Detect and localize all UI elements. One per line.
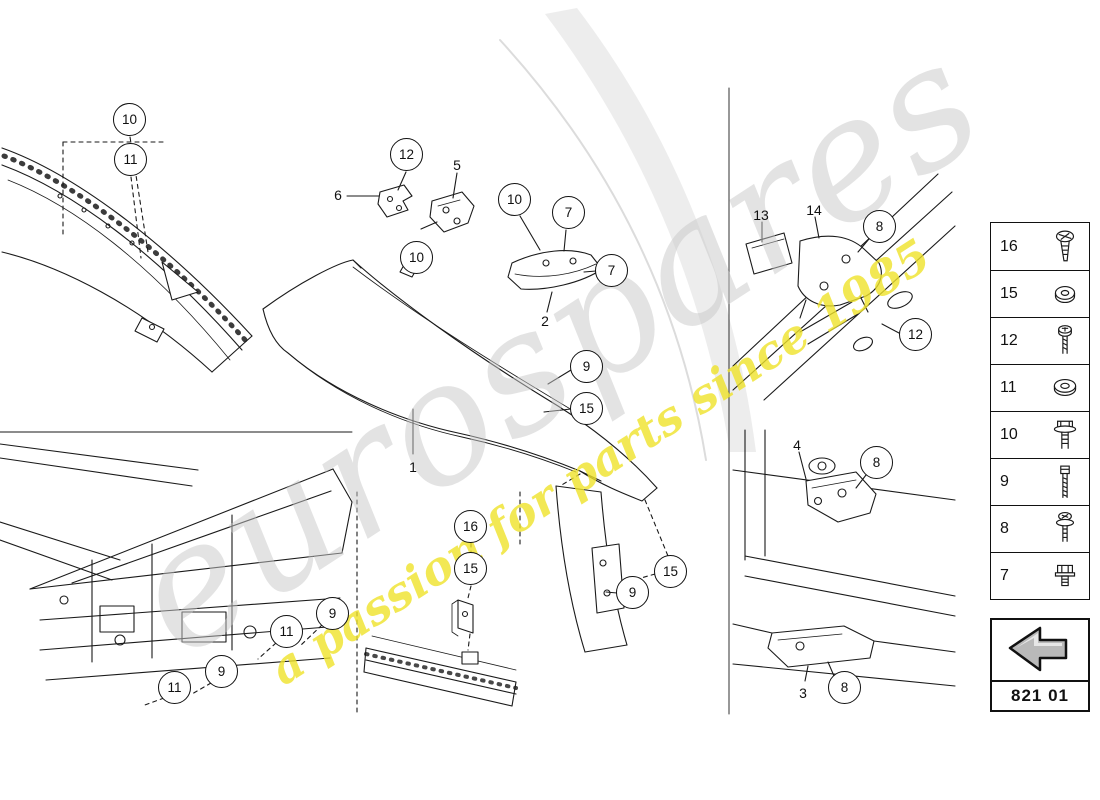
legend-number: 12	[1000, 332, 1018, 349]
chassis-bottom-left	[0, 443, 353, 707]
legend-row-11[interactable]: 11	[991, 364, 1089, 411]
legend-number: 9	[1000, 473, 1009, 490]
legend-row-9[interactable]: 9	[991, 458, 1089, 505]
part-label-3[interactable]: 3	[799, 685, 807, 701]
pan-head-screw-icon	[1058, 325, 1072, 354]
legend-row-16[interactable]: 16	[991, 223, 1089, 270]
callout-part-9[interactable]: 9	[570, 350, 603, 383]
fastener-legend: 16 15 12	[990, 222, 1090, 600]
legend-number: 15	[1000, 285, 1018, 302]
watermark-swoosh	[499, 8, 756, 461]
frame-bottom-right	[732, 429, 956, 687]
callout-part-9[interactable]: 9	[205, 655, 238, 688]
callout-part-16[interactable]: 16	[454, 510, 487, 543]
legend-number: 11	[1000, 379, 1017, 396]
callout-part-11[interactable]: 11	[270, 615, 303, 648]
callout-part-15[interactable]: 15	[454, 552, 487, 585]
callout-part-8[interactable]: 8	[863, 210, 896, 243]
callout-part-8[interactable]: 8	[860, 446, 893, 479]
part-label-4[interactable]: 4	[793, 437, 801, 453]
callout-part-9[interactable]: 9	[616, 576, 649, 609]
top-left-assembly	[1, 136, 253, 373]
part-label-1[interactable]: 1	[409, 459, 417, 475]
part-label-13[interactable]: 13	[753, 207, 769, 223]
part-label-2[interactable]: 2	[541, 313, 549, 329]
washer-icon	[1054, 286, 1076, 304]
callout-part-15[interactable]: 15	[570, 392, 603, 425]
upper-brackets	[346, 171, 603, 313]
legend-row-15[interactable]: 15	[991, 270, 1089, 317]
callout-part-10[interactable]: 10	[400, 241, 433, 274]
legend-number: 16	[1000, 237, 1018, 255]
callout-part-7[interactable]: 7	[552, 196, 585, 229]
callout-part-15[interactable]: 15	[654, 555, 687, 588]
screw-with-washer-icon	[1055, 512, 1075, 542]
legend-number: 7	[1000, 567, 1009, 584]
legend-row-8[interactable]: 8	[991, 505, 1089, 552]
eurospares-arrow-icon	[1008, 626, 1068, 672]
flat-washer-icon	[1053, 378, 1077, 396]
callout-part-9[interactable]: 9	[316, 597, 349, 630]
part-label-5[interactable]: 5	[453, 157, 461, 173]
legend-row-7[interactable]: 7	[991, 552, 1089, 599]
legend-number: 8	[1000, 520, 1009, 537]
countersunk-screw-icon	[1055, 230, 1075, 261]
legend-row-10[interactable]: 10	[991, 411, 1089, 458]
frame-top-right	[732, 173, 956, 401]
sill-detail	[356, 491, 521, 713]
part-label-14[interactable]: 14	[806, 202, 822, 218]
hex-flange-bolt-icon	[1053, 420, 1077, 449]
section-dividers	[0, 87, 730, 715]
inner-wing-panel	[543, 369, 669, 653]
socket-head-bolt-icon	[1060, 465, 1070, 498]
diagram-code: 821 01	[990, 680, 1090, 712]
brand-logo-box	[990, 618, 1090, 682]
front-wing-drawing	[262, 259, 658, 502]
callout-part-7[interactable]: 7	[595, 254, 628, 287]
callout-part-11[interactable]: 11	[158, 671, 191, 704]
callout-part-11[interactable]: 11	[114, 143, 147, 176]
legend-row-12[interactable]: 12	[991, 317, 1089, 364]
callout-part-10[interactable]: 10	[113, 103, 146, 136]
callout-part-10[interactable]: 10	[498, 183, 531, 216]
legend-number: 10	[1000, 426, 1018, 443]
callout-part-12[interactable]: 12	[899, 318, 932, 351]
hex-bolt-icon	[1054, 564, 1076, 587]
callout-part-12[interactable]: 12	[390, 138, 423, 171]
callout-part-8[interactable]: 8	[828, 671, 861, 704]
part-label-6[interactable]: 6	[334, 187, 342, 203]
